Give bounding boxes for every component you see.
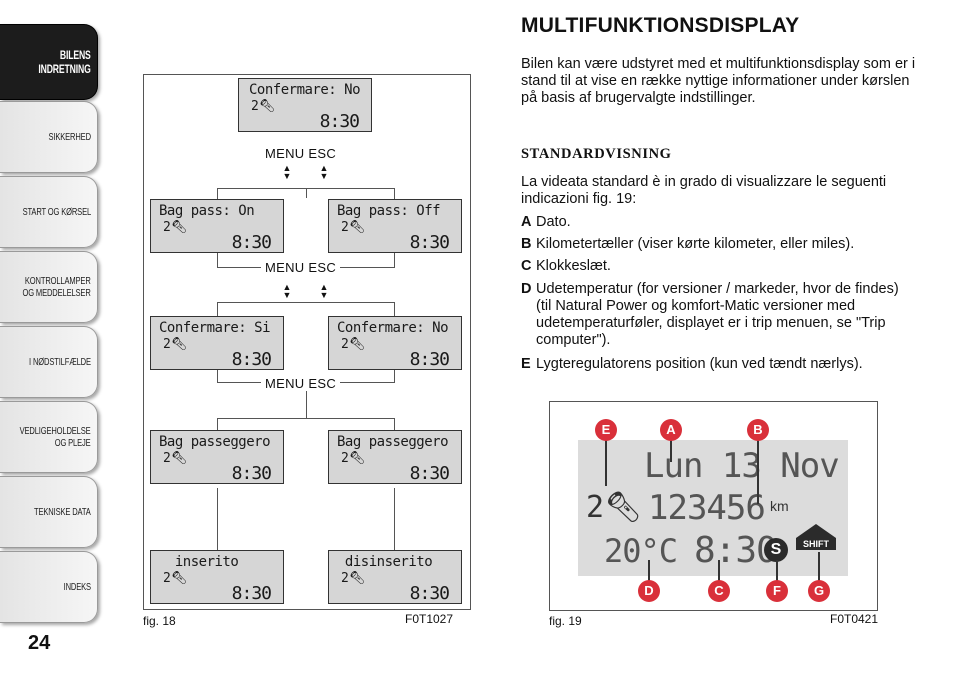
tab-label: START OG KØRSEL [22, 206, 92, 218]
lcd-screen: disinserito 2🔦︎ 8:30 [328, 550, 462, 604]
tab-label: TEKNISKE DATA [34, 506, 91, 518]
figure-18-code: F0T1027 [405, 612, 454, 626]
marker-c: C [708, 580, 730, 602]
headlight-icon: 2🔦︎ [341, 220, 366, 235]
headlight-icon: 2🔦︎ [341, 451, 366, 466]
marker-f: F [766, 580, 788, 602]
lcd-screen: Bag pass: Off 2🔦︎ 8:30 [328, 199, 462, 253]
lcd-screen: Bag passeggero 2🔦︎ 8:30 [150, 430, 284, 484]
up-down-arrow-icon: ▲▼ [319, 163, 329, 181]
tab-bilens-indretning[interactable]: BILENS INDRETNING [0, 24, 98, 100]
tab-start-og-korsel[interactable]: START OG KØRSEL [0, 176, 98, 248]
figure-19-code: F0T0421 [830, 612, 879, 626]
headlight-icon: 2🔦︎ [251, 99, 276, 114]
s-indicator-icon: S [764, 538, 788, 562]
page-title: MULTIFUNKTIONSDISPLAY [521, 14, 800, 37]
lcd-screen: Bag pass: On 2🔦︎ 8:30 [150, 199, 284, 253]
headlight-icon: 2🔦︎ [163, 337, 188, 352]
tab-sikkerhed[interactable]: SIKKERHED [0, 101, 98, 173]
headlight-level-icon: 2🔦︎ [586, 490, 643, 525]
shift-arrow-icon [796, 524, 836, 538]
shift-indicator: SHIFT [796, 538, 836, 550]
tab-label: I NØDSTILFÆLDE [29, 356, 91, 368]
up-down-arrow-icon: ▲▼ [282, 163, 292, 181]
marker-g: G [808, 580, 830, 602]
tab-label: SIKKERHED [48, 131, 92, 143]
tab-vedligeholdelse[interactable]: VEDLIGEHOLDELSE OG PLEJE [0, 401, 98, 473]
menu-esc-label: MENU ESC [261, 376, 341, 391]
figure-18-caption: fig. 18 [143, 614, 176, 628]
odometer-readout: 123456 [648, 488, 766, 528]
lcd-screen: Confermare: No 2🔦︎ 8:30 [328, 316, 462, 370]
intro-paragraph: Bilen kan være udstyret med et multifunk… [521, 56, 916, 106]
up-down-arrow-icon: ▲▼ [282, 282, 292, 300]
headlight-icon: 2🔦︎ [341, 337, 366, 352]
marker-e: E [595, 419, 617, 441]
figure-19 [549, 401, 878, 611]
lcd-screen: Bag passeggero 2🔦︎ 8:30 [328, 430, 462, 484]
lcd-screen: inserito 2🔦︎ 8:30 [150, 550, 284, 604]
tab-label: INDEKS [63, 581, 91, 593]
tab-label: VEDLIGEHOLDELSE OG PLEJE [20, 425, 91, 449]
headlight-icon: 2🔦︎ [163, 451, 188, 466]
lcd-screen: Confermare: No 2🔦︎ 8:30 [238, 78, 372, 132]
marker-b: B [747, 419, 769, 441]
date-readout: Lun 13 Nov [644, 446, 840, 486]
tab-kontrollamper[interactable]: KONTROLLAMPER OG MEDDELELSER [0, 251, 98, 323]
lead-paragraph: La videata standard è in grado di visual… [521, 174, 887, 207]
figure-19-caption: fig. 19 [549, 614, 582, 628]
page-number: 24 [28, 632, 51, 654]
figure-18 [143, 74, 471, 610]
tab-label: KONTROLLAMPER OG MEDDELELSER [22, 275, 91, 299]
clock-readout: 8:30 [694, 530, 778, 571]
headlight-icon: 2🔦︎ [163, 571, 188, 586]
lcd-screen: Confermare: Si 2🔦︎ 8:30 [150, 316, 284, 370]
headlight-icon: 2🔦︎ [341, 571, 366, 586]
up-down-arrow-icon: ▲▼ [319, 282, 329, 300]
odometer-unit: km [770, 498, 789, 514]
multifunction-display: Lun 13 Nov 2🔦︎ 123456 km 20°C 8:30 S SHI… [578, 440, 848, 576]
menu-esc-label: MENU ESC [261, 260, 341, 275]
menu-esc-label: MENU ESC [261, 146, 341, 161]
headlight-icon: 2🔦︎ [163, 220, 188, 235]
marker-a: A [660, 419, 682, 441]
tab-indeks[interactable]: INDEKS [0, 551, 98, 623]
marker-d: D [638, 580, 660, 602]
tab-label: BILENS INDRETNING [38, 48, 91, 76]
section-heading: STANDARDVISNING [521, 146, 672, 162]
tab-i-nodstilfaelde[interactable]: I NØDSTILFÆLDE [0, 326, 98, 398]
tab-tekniske-data[interactable]: TEKNISKE DATA [0, 476, 98, 548]
temperature-readout: 20°C [604, 532, 678, 570]
